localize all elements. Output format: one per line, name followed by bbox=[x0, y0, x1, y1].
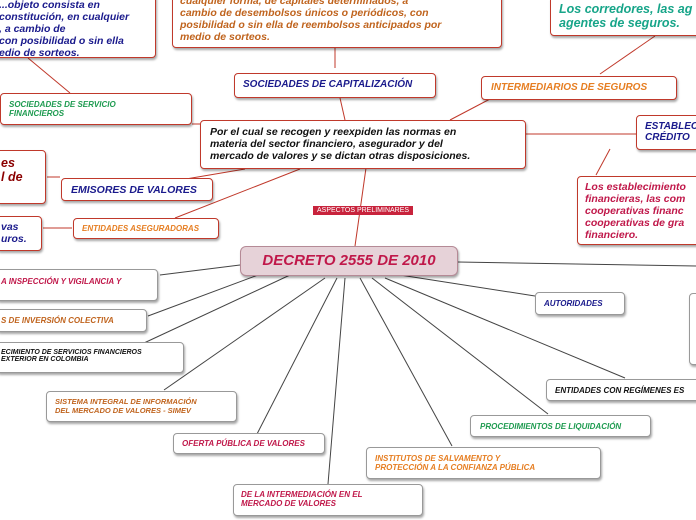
top-mid-partial-text: cualquier forma, de capitales determinad… bbox=[180, 0, 442, 43]
inspeccion-vigilancia-label: A INSPECCIÓN Y VIGILANCIA Y bbox=[1, 277, 122, 286]
left-partial-node-2[interactable]: vas uros. bbox=[0, 216, 42, 251]
institutos-salvamento-label: INSTITUTOS DE SALVAMENTO Y PROTECCIÓN A … bbox=[375, 454, 536, 472]
central-topic[interactable]: DECRETO 2555 DE 2010 bbox=[240, 246, 458, 276]
left-partial-text: es l de bbox=[1, 156, 23, 184]
sociedades-servicio-label: SOCIEDADES DE SERVICIO FINANCIEROS bbox=[9, 100, 116, 118]
procedimientos-liquidacion-label: PROCEDIMIENTOS DE LIQUIDACIÓN bbox=[480, 422, 622, 431]
intermediarios-seguros-label: INTERMEDIARIOS DE SEGUROS bbox=[491, 82, 648, 93]
top-left-partial-text: ...objeto consista en constitución, en c… bbox=[0, 0, 130, 58]
left-partial-node[interactable]: es l de bbox=[0, 150, 46, 204]
oferta-publica-node[interactable]: OFERTA PÚBLICA DE VALORES bbox=[173, 433, 325, 454]
sociedades-servicio-node[interactable]: SOCIEDADES DE SERVICIO FINANCIEROS bbox=[0, 93, 192, 125]
inversion-colectiva-label: S DE INVERSIÓN COLECTIVA bbox=[1, 316, 114, 325]
sociedades-capitalizacion-label: SOCIEDADES DE CAPITALIZACIÓN bbox=[243, 79, 413, 90]
simev-label: SISTEMA INTEGRAL DE INFORMACIÓN DEL MERC… bbox=[55, 397, 197, 415]
inversion-colectiva-node[interactable]: S DE INVERSIÓN COLECTIVA bbox=[0, 309, 147, 332]
procedimientos-liquidacion-node[interactable]: PROCEDIMIENTOS DE LIQUIDACIÓN bbox=[470, 415, 651, 437]
central-topic-label: DECRETO 2555 DE 2010 bbox=[262, 252, 436, 269]
ofrecimiento-servicios-label: ECIMIENTO DE SERVICIOS FINANCIEROS EXTER… bbox=[1, 349, 142, 363]
ofrecimiento-servicios-node[interactable]: ECIMIENTO DE SERVICIOS FINANCIEROS EXTER… bbox=[0, 342, 184, 373]
right-edge-node[interactable] bbox=[689, 293, 696, 365]
intermediarios-seguros-node[interactable]: INTERMEDIARIOS DE SEGUROS bbox=[481, 76, 677, 100]
entidades-aseguradoras-label: ENTIDADES ASEGURADORAS bbox=[82, 224, 200, 233]
top-mid-partial-node[interactable]: cualquier forma, de capitales determinad… bbox=[172, 0, 502, 48]
autoridades-node[interactable]: AUTORIDADES bbox=[535, 292, 625, 315]
autoridades-label: AUTORIDADES bbox=[544, 299, 603, 308]
institutos-salvamento-node[interactable]: INSTITUTOS DE SALVAMENTO Y PROTECCIÓN A … bbox=[366, 447, 601, 479]
oferta-publica-label: OFERTA PÚBLICA DE VALORES bbox=[182, 439, 305, 448]
entidades-aseguradoras-node[interactable]: ENTIDADES ASEGURADORAS bbox=[73, 218, 219, 239]
intermediacion-mercado-label: DE LA INTERMEDIACIÓN EN EL MERCADO DE VA… bbox=[241, 490, 363, 508]
inspeccion-vigilancia-node[interactable]: A INSPECCIÓN Y VIGILANCIA Y bbox=[0, 269, 158, 301]
regimenes-especiales-node[interactable]: ENTIDADES CON REGÍMENES ES bbox=[546, 379, 696, 401]
emisores-valores-node[interactable]: EMISORES DE VALORES bbox=[61, 178, 213, 201]
establecimientos-desc-node[interactable]: Los establecimiento financieras, las com… bbox=[577, 176, 696, 245]
establecimientos-credito-label: ESTABLEC CRÉDITO bbox=[645, 121, 696, 143]
main-description-text: Por el cual se recogen y reexpiden las n… bbox=[210, 126, 471, 162]
main-description-node[interactable]: Por el cual se recogen y reexpiden las n… bbox=[200, 120, 526, 169]
regimenes-especiales-label: ENTIDADES CON REGÍMENES ES bbox=[555, 386, 685, 395]
simev-node[interactable]: SISTEMA INTEGRAL DE INFORMACIÓN DEL MERC… bbox=[46, 391, 237, 422]
aspectos-preliminares-tag: ASPECTOS PRELIMINARES bbox=[313, 206, 414, 215]
sociedades-capitalizacion-node[interactable]: SOCIEDADES DE CAPITALIZACIÓN bbox=[234, 73, 436, 98]
establecimientos-credito-node[interactable]: ESTABLEC CRÉDITO bbox=[636, 115, 696, 150]
top-right-partial-node[interactable]: Los corredores, las ag agentes de seguro… bbox=[550, 0, 696, 36]
establecimientos-desc-text: Los establecimiento financieras, las com… bbox=[585, 181, 686, 241]
top-left-partial-node[interactable]: ...objeto consista en constitución, en c… bbox=[0, 0, 156, 58]
emisores-valores-label: EMISORES DE VALORES bbox=[71, 184, 197, 196]
left-partial-text-2: vas uros. bbox=[1, 221, 27, 245]
top-right-partial-text: Los corredores, las ag agentes de seguro… bbox=[559, 2, 693, 30]
intermediacion-mercado-node[interactable]: DE LA INTERMEDIACIÓN EN EL MERCADO DE VA… bbox=[233, 484, 423, 516]
